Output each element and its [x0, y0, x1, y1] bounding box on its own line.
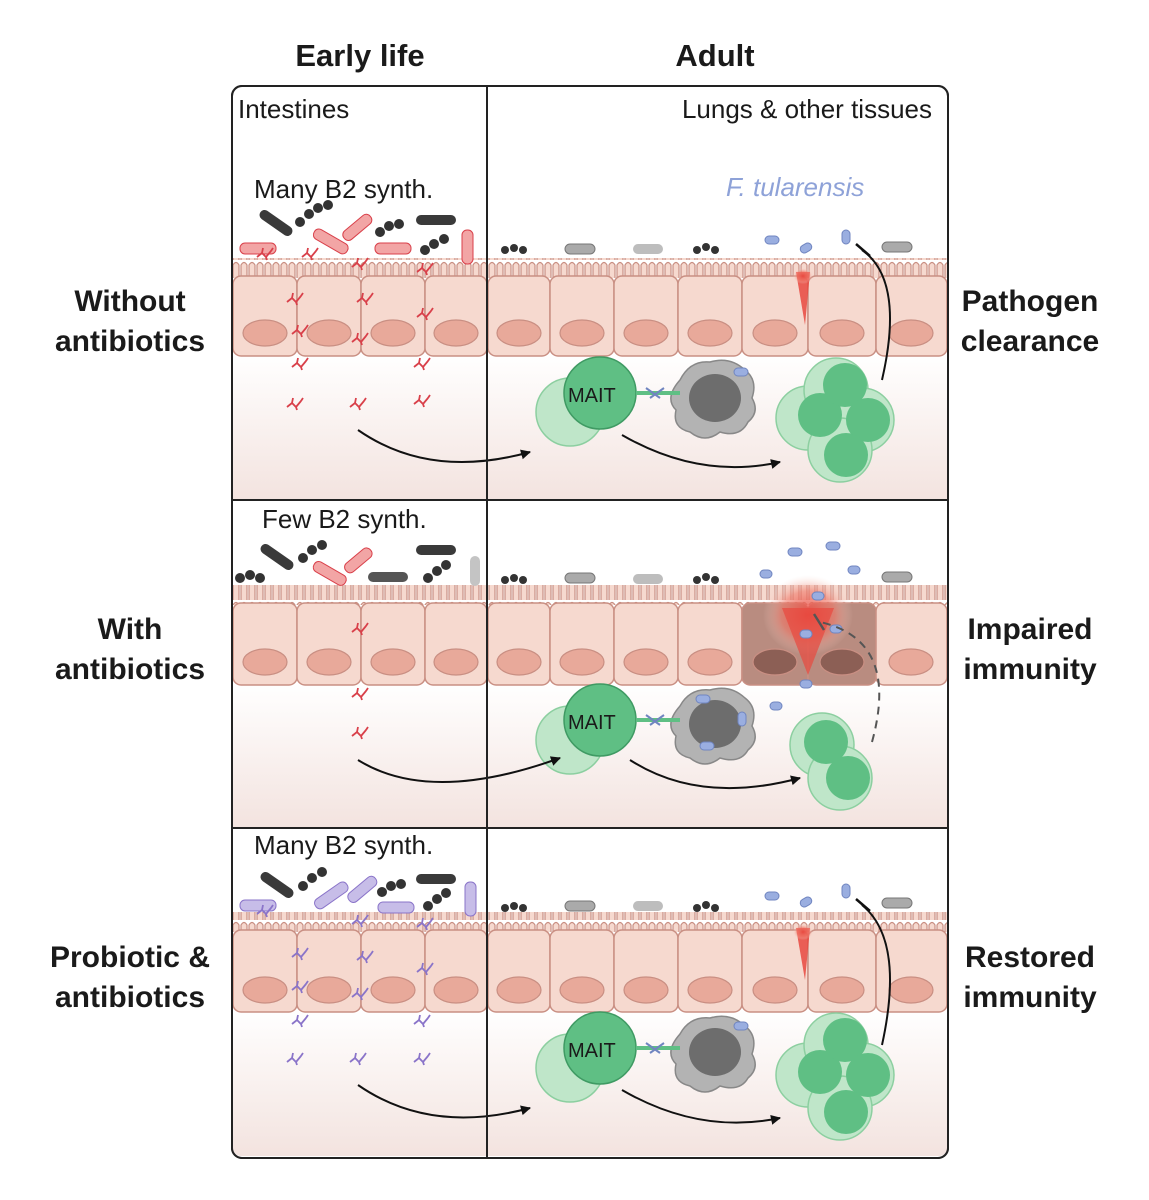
row-3-synth-label: Many B2 synth. [254, 830, 434, 860]
svg-text:MAIT: MAIT [568, 712, 616, 734]
outcome-restored-immunity: Restored immunity [963, 941, 1097, 1014]
outcome-impaired-immunity: Impaired immunity [963, 613, 1097, 686]
region-label-lungs: Lungs & other tissues [681, 94, 932, 124]
column-heading-adult: Adult [675, 38, 755, 73]
row-label-without-antibiotics: Without antibiotics [54, 285, 205, 358]
region-label-intestines: Intestines [238, 94, 350, 124]
row-3-probiotic-antibiotics: MAIT [232, 867, 948, 1156]
row-label-probiotic-antibiotics: Probiotic & antibiotics [49, 941, 210, 1014]
row-1-without-antibiotics: MAIT [232, 200, 948, 500]
row-2-synth-label: Few B2 synth. [262, 504, 427, 534]
svg-text:MAIT: MAIT [568, 1040, 616, 1062]
row-1-synth-label: Many B2 synth. [254, 174, 434, 204]
outcome-pathogen-clearance: Pathogen clearance [960, 285, 1100, 358]
pathogen-label: F. tularensis [726, 172, 865, 202]
svg-text:MAIT: MAIT [568, 385, 616, 407]
row-label-with-antibiotics: With antibiotics [54, 613, 205, 686]
column-heading-early-life: Early life [295, 38, 425, 73]
row-2-with-antibiotics: MAIT [232, 540, 948, 828]
